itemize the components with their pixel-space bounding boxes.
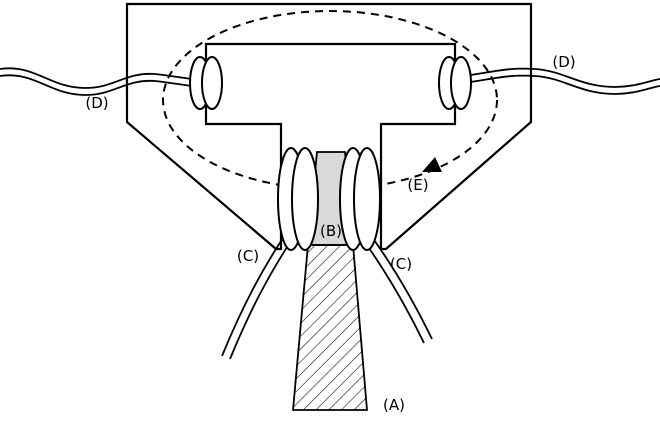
coil-right-turn2	[353, 147, 381, 251]
coil-right	[339, 147, 381, 251]
label-c-right: (C)	[390, 255, 412, 273]
coil-lead-right-line1	[371, 236, 433, 340]
lead-wire-left-line2	[0, 74, 206, 96]
cone-hatched-body	[292, 244, 368, 411]
lead-wire-right-line1	[455, 67, 660, 88]
lead-wire-right	[455, 67, 660, 95]
coil-lead-left-line1	[221, 237, 284, 357]
coil-left-turn2	[291, 147, 319, 251]
coil-lead-left-line2	[229, 240, 292, 360]
coil-left	[277, 147, 319, 251]
coil-lead-right-line2	[363, 240, 425, 344]
label-c-left: (C)	[237, 247, 259, 265]
main-body-outline	[125, 2, 533, 251]
label-d-right: (D)	[552, 53, 575, 71]
label-e: (E)	[407, 176, 428, 194]
loop-direction-arrowhead	[422, 157, 442, 172]
wire-ring-left-turn2	[201, 56, 223, 110]
label-b: (B)	[320, 222, 342, 240]
label-a: (A)	[383, 396, 405, 414]
dashed-loop-ellipse	[162, 10, 498, 190]
wire-ring-right-turn2	[450, 56, 472, 110]
coil-lead-left	[221, 237, 292, 360]
label-d-left: (D)	[85, 94, 108, 112]
wire-ring-left	[189, 56, 223, 110]
lead-wire-right-line2	[455, 74, 660, 95]
coil-lead-right	[363, 236, 433, 344]
lead-wire-left	[0, 67, 206, 96]
wire-ring-right	[438, 56, 472, 110]
lead-wire-left-line1	[0, 67, 206, 89]
